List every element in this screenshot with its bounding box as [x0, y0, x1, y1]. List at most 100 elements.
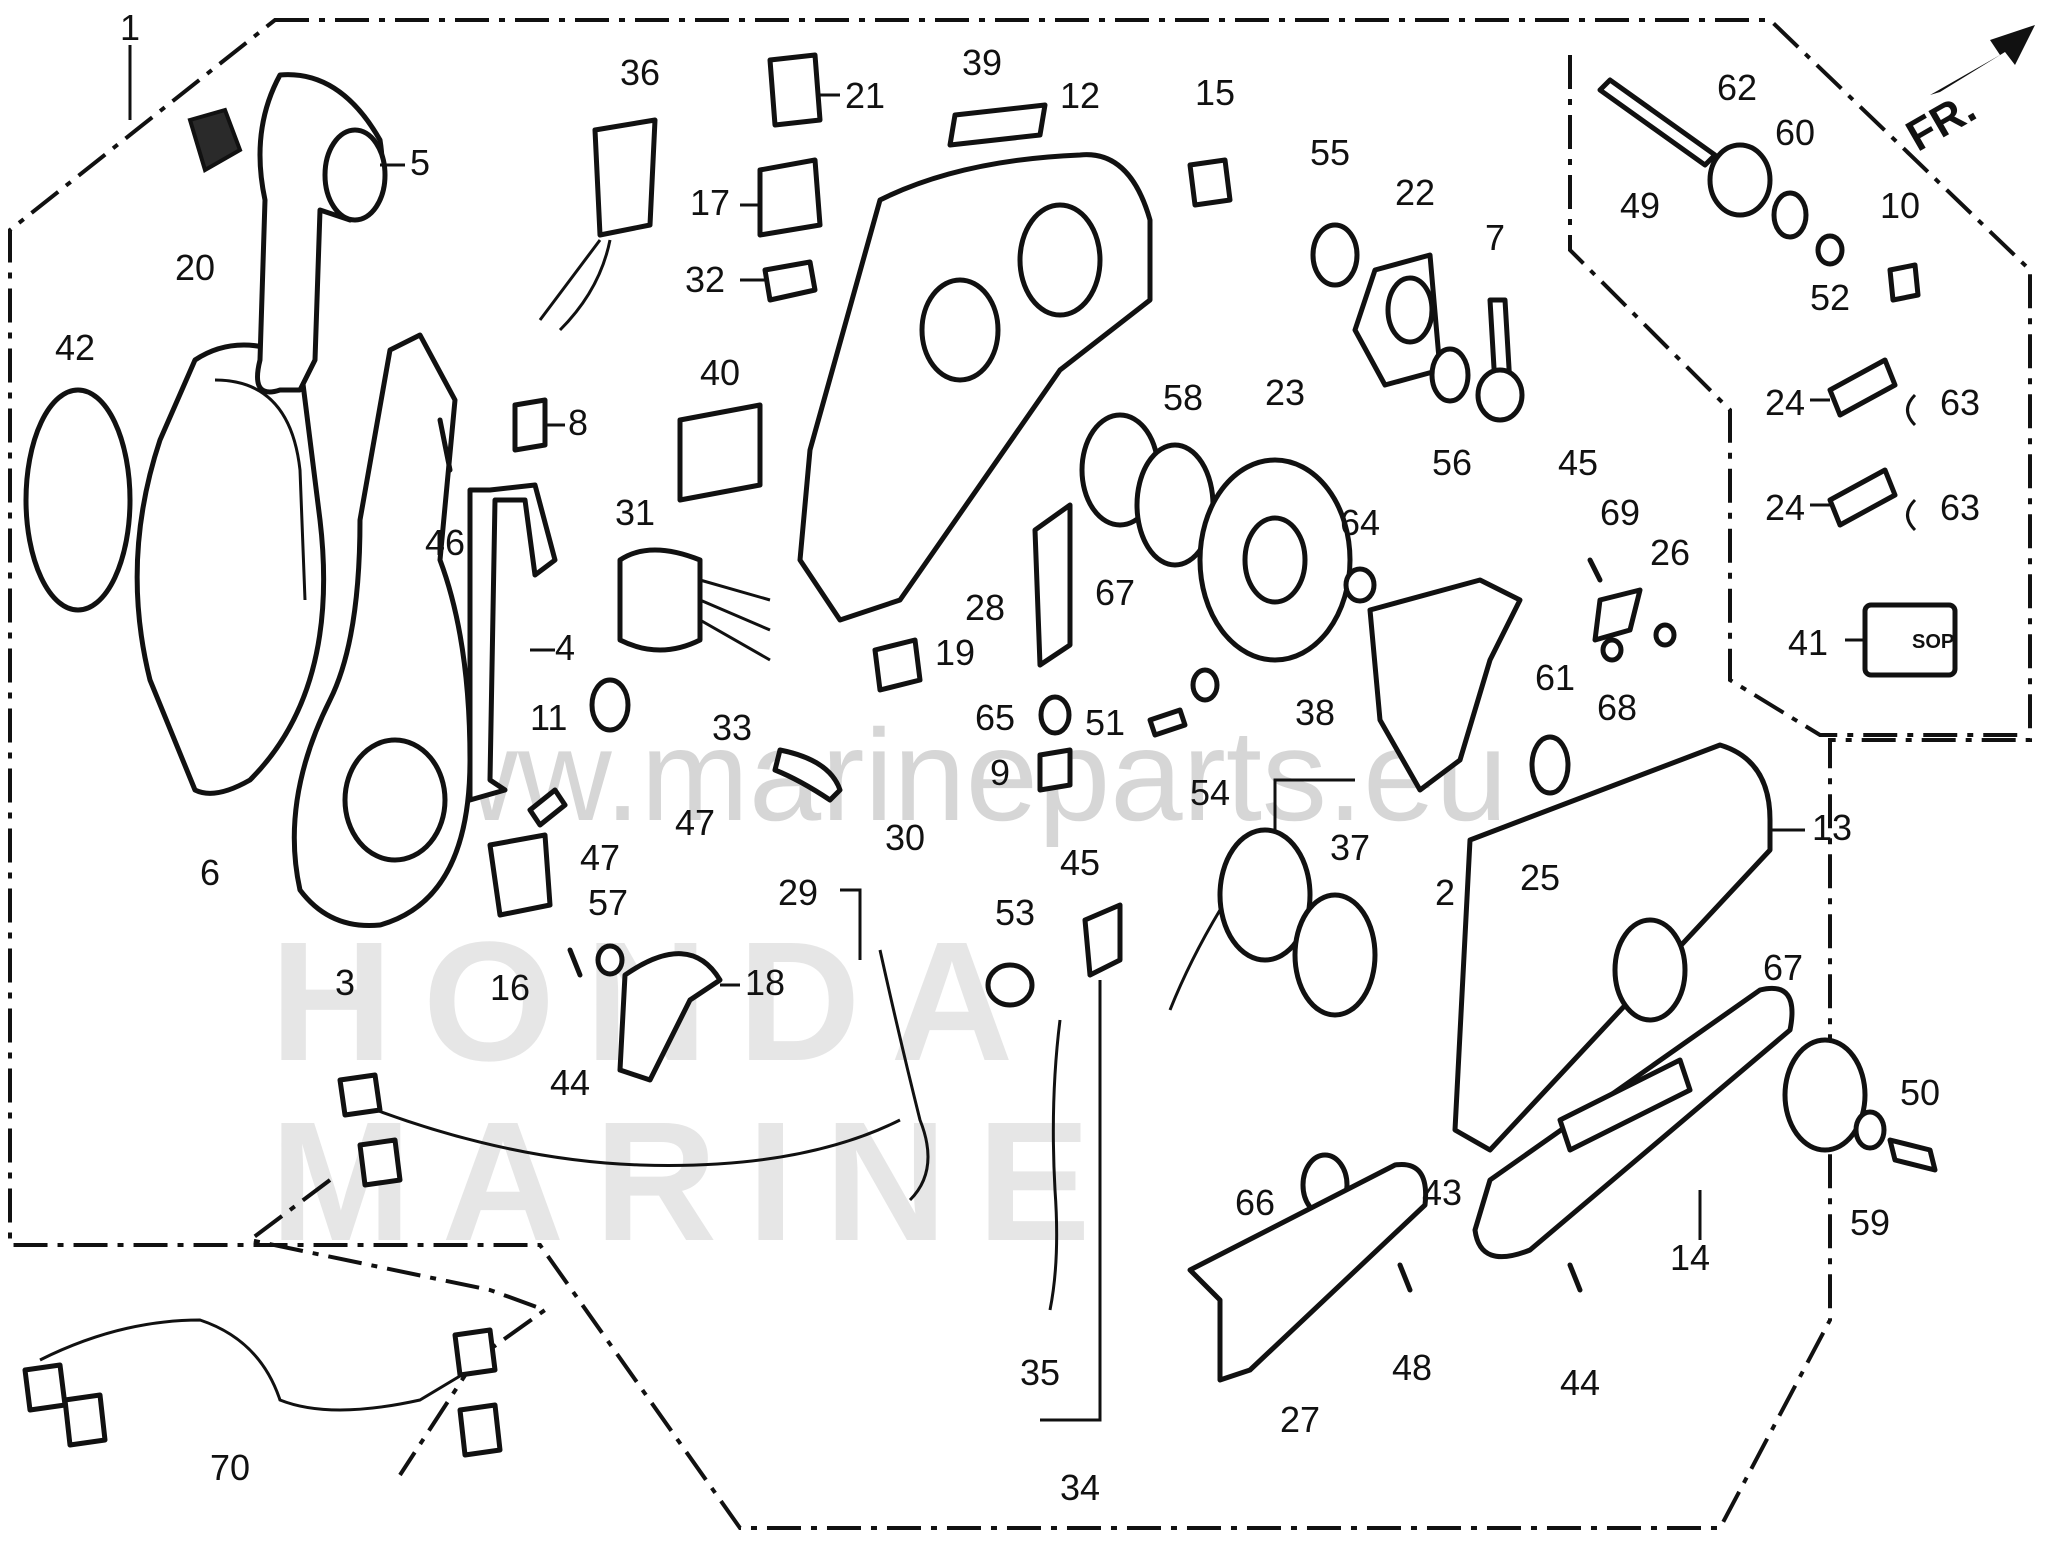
- callout: 40: [700, 352, 740, 393]
- harness-connector-b: [357, 1137, 403, 1188]
- leader-38: [1273, 778, 1355, 830]
- callout: 44: [550, 1062, 590, 1103]
- callout: 9: [990, 752, 1010, 793]
- switch-gasket: [762, 259, 818, 303]
- callout: 49: [1620, 185, 1660, 226]
- callout: 39: [962, 42, 1002, 83]
- lever-bolt: [437, 417, 453, 473]
- case-bushing: [1310, 222, 1360, 288]
- callout: 17: [690, 182, 730, 223]
- callout: 36: [620, 52, 660, 93]
- shift-washer: [1853, 1109, 1887, 1151]
- caution-label: [947, 102, 1048, 148]
- callout-labels: 1 2 3 4 5 6 7 8 9 10 11 12 13 14 15 16 1…: [55, 7, 1980, 1508]
- callout: 38: [1295, 692, 1335, 733]
- instruction-sticker-text: SOP: [1912, 631, 1954, 653]
- shift-bolt: [1887, 1137, 1938, 1173]
- remote-control-cover: [134, 342, 327, 796]
- callout: 50: [1900, 1072, 1940, 1113]
- side-plate-screw: [1567, 1262, 1583, 1293]
- callout: 67: [1763, 947, 1803, 988]
- callout: 14: [1670, 1237, 1710, 1278]
- callout: 10: [1880, 185, 1920, 226]
- callout: 1: [120, 7, 140, 48]
- callout: 67: [1095, 572, 1135, 613]
- grommet: [1187, 157, 1233, 208]
- bracket-screw: [1397, 1262, 1413, 1293]
- callout: 21: [845, 75, 885, 116]
- cam-washer: [1429, 346, 1471, 404]
- callout: 63: [1940, 487, 1980, 528]
- lever-pin: [527, 787, 568, 828]
- o-ring: [23, 387, 133, 613]
- pivot-nut: [1190, 667, 1220, 703]
- switch-wires: [538, 239, 612, 332]
- case-boss-lower: [919, 277, 1001, 383]
- switch-nut: [985, 962, 1035, 1008]
- callout: 3: [335, 962, 355, 1003]
- side-plate-bushing: [1612, 917, 1688, 1023]
- callout: 33: [712, 707, 752, 748]
- callout: 12: [1060, 75, 1100, 116]
- callout: 61: [1535, 657, 1575, 698]
- callout: 69: [1600, 492, 1640, 533]
- callout: 46: [425, 522, 465, 563]
- front-direction-indicator: FR.: [1898, 25, 2035, 161]
- callout: 55: [1310, 132, 1350, 173]
- plate-screw: [567, 947, 583, 978]
- lanyard-cord: [1048, 1019, 1062, 1311]
- callout: 15: [1195, 72, 1235, 113]
- throttle-cable-joint: [1475, 367, 1525, 423]
- callout: 47: [675, 802, 715, 843]
- callout: 60: [1775, 112, 1815, 153]
- neutral-release-knob: [187, 107, 243, 173]
- detent-spring: [512, 397, 548, 453]
- leader-lines: [128, 45, 1865, 1422]
- callout: 59: [1850, 1202, 1890, 1243]
- extension-connector-2: [62, 1392, 108, 1448]
- switch-cover: [767, 52, 823, 128]
- callout: 62: [1717, 67, 1757, 108]
- flat-washer: [1771, 190, 1809, 240]
- detent-plate: [1592, 587, 1643, 643]
- callout: 24: [1765, 382, 1805, 423]
- long-bolt: [1597, 77, 1718, 168]
- front-arrow-icon: [1930, 25, 2035, 95]
- callout: 37: [1330, 827, 1370, 868]
- pivot-bolt: [1147, 707, 1188, 738]
- neutral-release-rod: [467, 482, 558, 803]
- front-label: FR.: [1898, 83, 1984, 161]
- extension-harness-cable: [39, 1318, 471, 1412]
- throttle-cam-hub: [1385, 275, 1435, 345]
- callout: 45: [1558, 442, 1598, 483]
- harness-group-boundary: [245, 1178, 550, 1477]
- callout: 52: [1810, 277, 1850, 318]
- main-wire-harness-branch: [349, 1098, 901, 1167]
- mounting-bracket: [1187, 1162, 1429, 1383]
- friction-pad: [872, 637, 923, 693]
- assembly-boundary: [8, 18, 2032, 1530]
- neutral-switch-bracket: [1037, 747, 1073, 793]
- handle-grip-end: [322, 127, 388, 223]
- callout: 4: [555, 627, 575, 668]
- rear-cover-plate: [1452, 742, 1773, 1153]
- warning-switch: [592, 117, 658, 238]
- emblem-label: [677, 402, 763, 503]
- extension-connector-3: [452, 1327, 498, 1378]
- callout: 58: [1163, 377, 1203, 418]
- plate-nut: [595, 943, 625, 977]
- callout: 25: [1520, 857, 1560, 898]
- shift-spring-set: [1032, 502, 1073, 668]
- callout: 41: [1788, 622, 1828, 663]
- subgroup-boundary: [1568, 55, 2025, 737]
- callout: 28: [965, 587, 1005, 628]
- callout: 32: [685, 259, 725, 300]
- side-plate-label: [1557, 1057, 1693, 1153]
- emergency-stop-plate: [1082, 902, 1123, 978]
- cover-rim: [214, 378, 307, 601]
- spacer-collar: [1707, 142, 1773, 218]
- lock-plate: [487, 832, 553, 918]
- lever-hub: [342, 737, 448, 863]
- detent-ball: [1600, 637, 1624, 663]
- callout: 27: [1280, 1399, 1320, 1440]
